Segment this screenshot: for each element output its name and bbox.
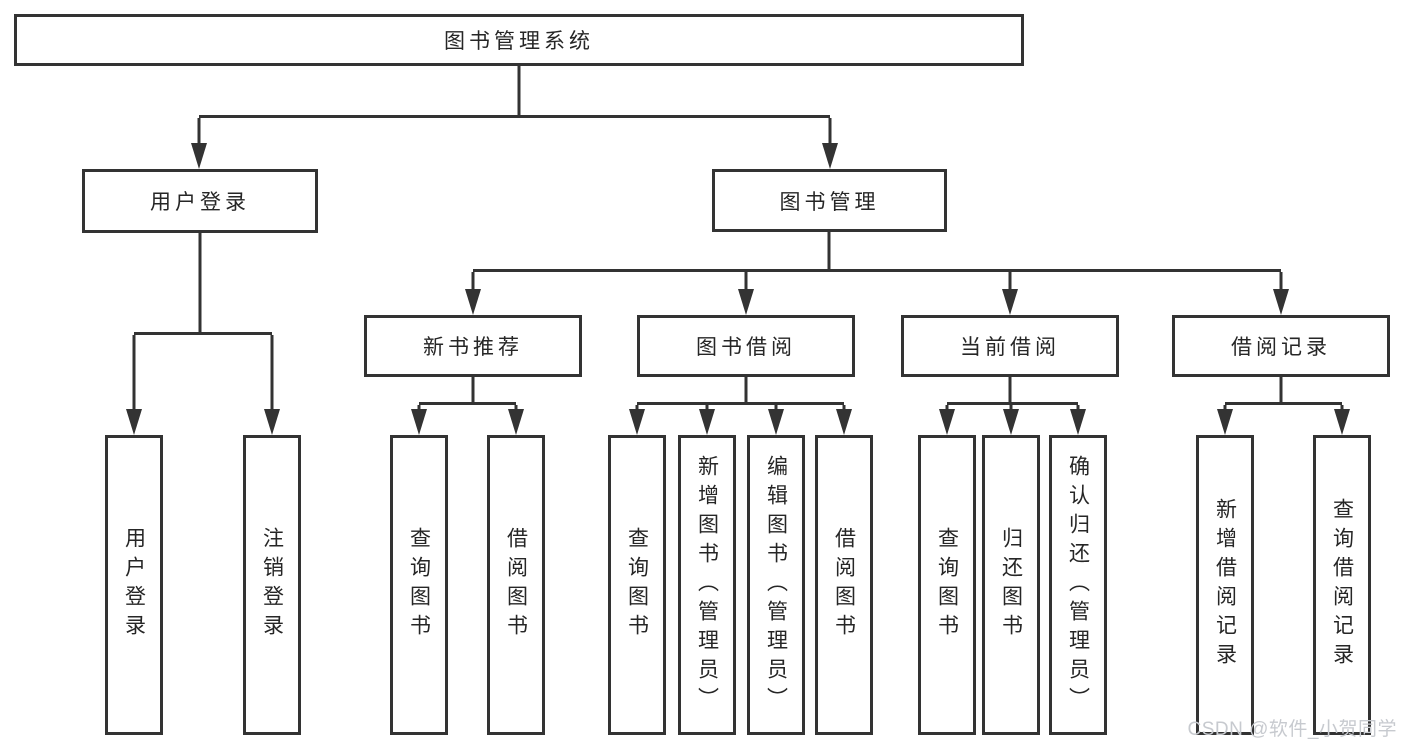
node-current-borrowing: 当前借阅 — [901, 315, 1119, 377]
leaf-confirm-return-admin: 确认归还（管理员） — [1049, 435, 1107, 735]
leaf-recommend-borrow-books: 借阅图书 — [487, 435, 545, 735]
leaf-add-borrow-record: 新增借阅记录 — [1196, 435, 1254, 735]
node-library-management-system: 图书管理系统 — [14, 14, 1024, 66]
leaf-search-borrow-record: 查询借阅记录 — [1313, 435, 1371, 735]
leaf-borrowing-search-books: 查询图书 — [608, 435, 666, 735]
node-book-borrowing: 图书借阅 — [637, 315, 855, 377]
node-user-login: 用户登录 — [82, 169, 318, 233]
leaf-edit-books-admin: 编辑图书（管理员） — [747, 435, 805, 735]
leaf-return-books: 归还图书 — [982, 435, 1040, 735]
csdn-watermark: CSDN @软件_小贺同学 — [1187, 719, 1397, 740]
node-borrowing-records: 借阅记录 — [1172, 315, 1390, 377]
leaf-add-books-admin: 新增图书（管理员） — [678, 435, 736, 735]
leaf-current-search-books: 查询图书 — [918, 435, 976, 735]
leaf-user-login: 用户登录 — [105, 435, 163, 735]
node-book-management: 图书管理 — [712, 169, 947, 232]
leaf-logout: 注销登录 — [243, 435, 301, 735]
node-new-book-recommendation: 新书推荐 — [364, 315, 582, 377]
leaf-recommend-search-books: 查询图书 — [390, 435, 448, 735]
leaf-borrowing-borrow-books: 借阅图书 — [815, 435, 873, 735]
